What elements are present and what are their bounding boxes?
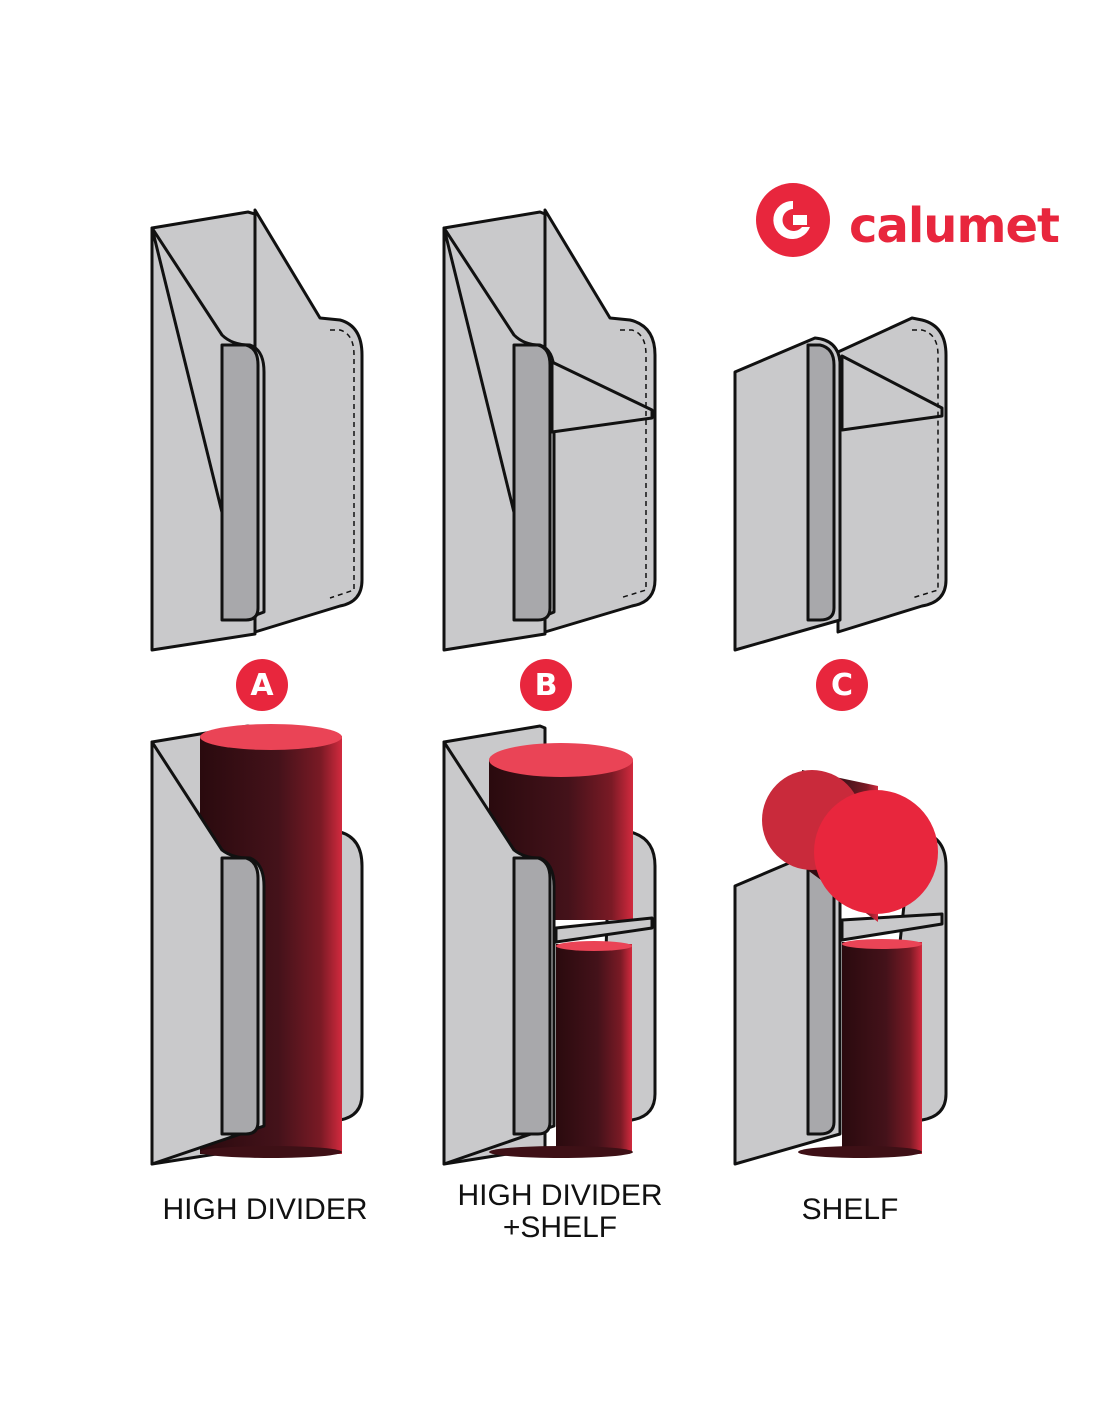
lens-a-top bbox=[200, 724, 342, 750]
insert-b-empty bbox=[442, 208, 657, 652]
badge-c: C bbox=[816, 659, 868, 711]
caption-a-line1: HIGH DIVIDER bbox=[162, 1193, 368, 1226]
insert-c-shelf bbox=[840, 354, 944, 432]
lens-c-lower-body bbox=[842, 942, 922, 1154]
lens-b-lower-bottom bbox=[489, 1146, 633, 1158]
insert-a-front-panel bbox=[220, 343, 260, 622]
caption-b-line1: HIGH DIVIDER bbox=[457, 1179, 663, 1212]
calumet-logo-mark bbox=[756, 183, 830, 257]
insert-b-loaded bbox=[442, 724, 657, 1166]
insert-b-shelf bbox=[550, 360, 654, 434]
insert-a-empty bbox=[150, 208, 364, 652]
insert-c-empty bbox=[733, 316, 948, 652]
caption-b-line2: +SHELF bbox=[502, 1211, 618, 1244]
caption-a: HIGH DIVIDER bbox=[140, 1194, 390, 1226]
lens-c-lower-bottom bbox=[798, 1146, 922, 1158]
lens-b-lower-top bbox=[556, 941, 632, 951]
insert-a-loaded bbox=[150, 724, 364, 1166]
caption-c-line1: SHELF bbox=[801, 1193, 899, 1226]
lens-c-lower-top bbox=[842, 939, 922, 949]
insert-c-front-panel-loaded bbox=[806, 856, 836, 1136]
caption-b: HIGH DIVIDER +SHELF bbox=[430, 1180, 690, 1244]
insert-b-shelf-loaded bbox=[554, 916, 654, 944]
insert-a-back-panel bbox=[253, 208, 364, 634]
caption-c: SHELF bbox=[740, 1194, 960, 1226]
calumet-logo: calumet bbox=[755, 183, 1085, 268]
insert-b-front-panel bbox=[512, 343, 552, 622]
calumet-wordmark: calumet bbox=[849, 197, 1060, 254]
insert-c-front-panel bbox=[806, 343, 836, 622]
lens-b-upper-top bbox=[489, 743, 633, 777]
insert-b-dashed-seam bbox=[619, 329, 647, 599]
insert-b-front-panel-loaded bbox=[512, 856, 552, 1136]
badge-a: A bbox=[236, 659, 288, 711]
lens-a-bottom bbox=[200, 1146, 342, 1158]
insert-a-front-panel-loaded bbox=[220, 856, 260, 1136]
calumet-logo-spacer bbox=[755, 189, 829, 263]
lens-c-lying-front bbox=[814, 790, 938, 914]
insert-c-dashed-seam bbox=[911, 329, 939, 599]
lens-b-lower-body bbox=[556, 944, 632, 1152]
insert-c-loaded bbox=[733, 770, 948, 1166]
insert-a-dashed-seam bbox=[329, 329, 355, 599]
badge-b: B bbox=[520, 659, 572, 711]
insert-c-shelf-loaded bbox=[840, 912, 944, 942]
